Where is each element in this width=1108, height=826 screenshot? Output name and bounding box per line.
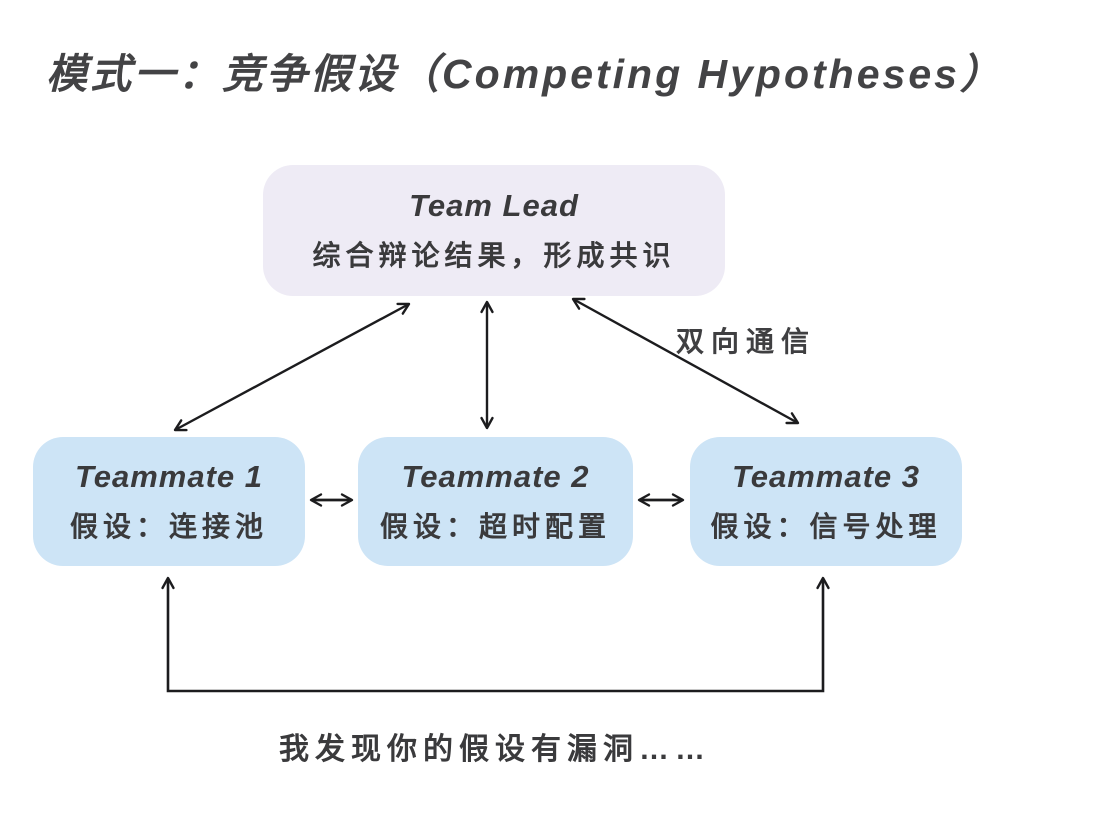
arrow-lead-teammate3 [571,297,800,425]
teammate2-hypothesis: 假设：超时配置 [379,510,611,542]
teammate2-name: Teammate 2 [401,458,590,494]
bidirectional-communication-label: 双向通信 [676,326,817,357]
team-lead-node: Team Lead 综合辩论结果，形成共识 [263,165,725,296]
teammate2-node: Teammate 2 假设：超时配置 [358,437,633,566]
teammate3-hypothesis: 假设：信号处理 [710,510,942,542]
arrow-teammate1-teammate3-loop [161,576,830,693]
teammate1-hypothesis: 假设：连接池 [69,510,268,542]
team-lead-description: 综合辩论结果，形成共识 [312,239,676,271]
teammate1-node: Teammate 1 假设：连接池 [33,437,305,566]
arrow-lead-teammate1 [173,302,411,432]
diagram-title: 模式一：竞争假设（Competing Hypotheses） [46,51,1004,97]
teammate3-node: Teammate 3 假设：信号处理 [690,437,962,566]
team-lead-name: Team Lead [409,187,579,223]
teammate1-name: Teammate 1 [74,458,264,494]
debate-quote-label: 我发现你的假设有漏洞…… [279,733,711,766]
teammate3-name: Teammate 3 [731,458,921,494]
